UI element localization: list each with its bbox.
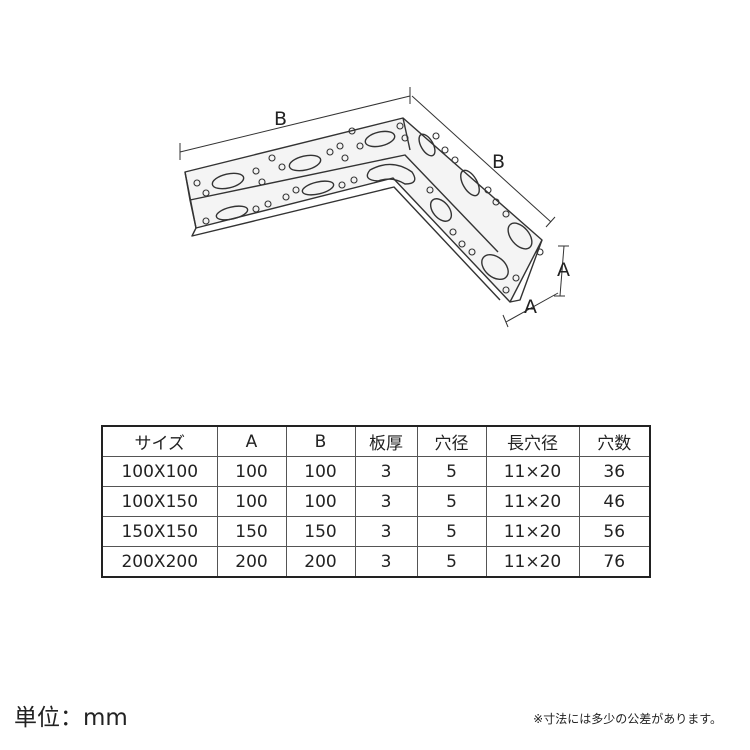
table-cell: 5	[416, 456, 487, 487]
table-cell: 3	[354, 546, 418, 578]
table-cell: 5	[416, 516, 487, 547]
header-hole-count: 穴数	[578, 425, 651, 457]
table-cell: 150	[285, 516, 356, 547]
header-hole-diameter: 穴径	[416, 425, 487, 457]
table-cell: 11×20	[485, 516, 580, 547]
table-row: 100X150 100 100 3 5 11×20 46	[101, 486, 651, 517]
header-slot-size: 長穴径	[485, 425, 580, 457]
table-cell: 200	[216, 546, 287, 578]
table-cell: 150	[216, 516, 287, 547]
table-cell: 5	[416, 486, 487, 517]
table-cell: 11×20	[485, 486, 580, 517]
tolerance-note: ※寸法には多少の公差があります。	[533, 712, 722, 726]
header-a: A	[216, 425, 287, 457]
table-row: 150X150 150 150 3 5 11×20 56	[101, 516, 651, 547]
table-row: 200X200 200 200 3 5 11×20 76	[101, 546, 651, 578]
table-cell: 46	[578, 486, 651, 517]
table-cell: 3	[354, 456, 418, 487]
spec-table: サイズ A B 板厚 穴径 長穴径 穴数 100X100 100 100 3 5…	[101, 425, 651, 578]
table-cell: 5	[416, 546, 487, 578]
table-cell: 100	[285, 456, 356, 487]
angle-bracket-diagram: B B A A	[179, 87, 570, 328]
table-cell: 200X200	[101, 546, 218, 578]
table-cell: 100X150	[101, 486, 218, 517]
table-cell: 150X150	[101, 516, 218, 547]
header-b: B	[285, 425, 356, 457]
table-cell: 100	[216, 456, 287, 487]
table-cell: 36	[578, 456, 651, 487]
dimension-label-b-side: B	[492, 151, 505, 173]
dimension-label-b-top: B	[274, 108, 287, 130]
table-header-row: サイズ A B 板厚 穴径 長穴径 穴数	[101, 425, 651, 457]
dimension-label-a-bottom: A	[524, 296, 537, 318]
table-cell: 100X100	[101, 456, 218, 487]
table-cell: 56	[578, 516, 651, 547]
header-size: サイズ	[101, 425, 218, 457]
table-cell: 76	[578, 546, 651, 578]
table-cell: 11×20	[485, 546, 580, 578]
table-cell: 200	[285, 546, 356, 578]
table-cell: 3	[354, 486, 418, 517]
table-cell: 3	[354, 516, 418, 547]
table-cell: 100	[216, 486, 287, 517]
table-cell: 11×20	[485, 456, 580, 487]
header-thickness: 板厚	[354, 425, 418, 457]
unit-label: 単位：mm	[14, 705, 128, 731]
table-cell: 100	[285, 486, 356, 517]
table-row: 100X100 100 100 3 5 11×20 36	[101, 456, 651, 487]
dimension-label-a-right: A	[557, 259, 570, 281]
